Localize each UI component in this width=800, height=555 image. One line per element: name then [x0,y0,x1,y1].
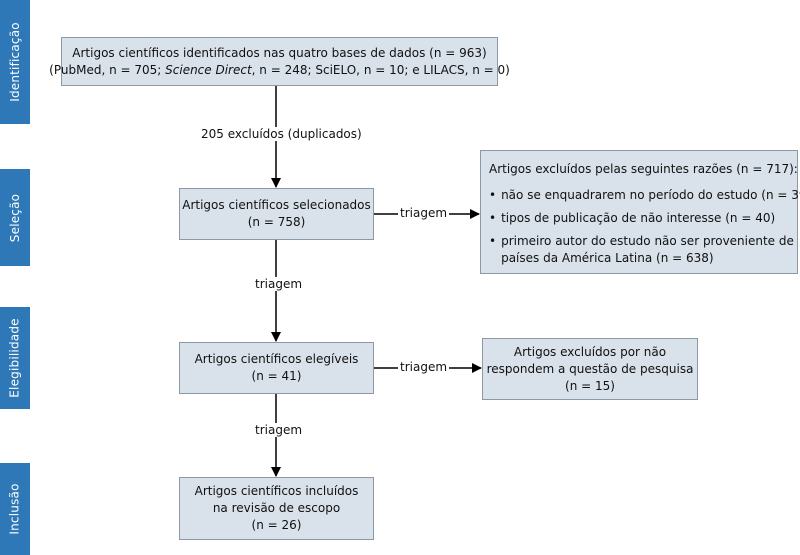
excluded-reason-2-text: tipos de publicação de não interesse (n … [501,211,776,225]
selected-line2: (n = 758) [247,215,306,229]
excluded-question-line1: Artigos excluídos por não [513,344,667,359]
label-triagem-selected-down: triagem [253,277,305,291]
box-excluded-reasons: Artigos excluídos pelas seguintes razões… [480,150,800,274]
bullet-icon: • [489,188,497,202]
identified-line2: (PubMed, n = 705; Science Direct, n = 24… [49,62,510,79]
stage-inclusao: Inclusão [0,463,30,555]
excluded-reason-3-cont: • países da América Latina (n = 638) [489,250,714,267]
excluded-question-line3: (n = 15) [565,378,615,393]
bullet-icon: • [489,234,497,248]
box-included: Artigos científicos incluídos na revisão… [179,477,374,540]
box-selected: Artigos científicos selecionados (n = 75… [179,188,374,240]
box-identified: Artigos científicos identificados nas qu… [49,37,510,86]
stage-selecao: Seleção [0,169,30,266]
bullet-icon: • [489,211,497,225]
excluded-reason-3-text: primeiro autor do estudo não ser proveni… [501,234,794,248]
label-triagem-eligible-right: triagem [398,360,450,374]
identified-sources-b: , n = 248; SciELO, n = 10; e LILACS, n =… [251,62,510,77]
label-duplicates: 205 excluídos (duplicados) [199,127,364,141]
box-eligible: Artigos científicos elegíveis (n = 41) [179,342,374,394]
excluded-reasons-title: Artigos excluídos pelas seguintes razões… [489,162,798,176]
label-triagem-selected-right: triagem [398,206,450,220]
excluded-reason-3-text-cont: países da América Latina (n = 638) [501,251,714,265]
excluded-reason-2: • tipos de publicação de não interesse (… [489,210,775,227]
selected-line1: Artigos científicos selecionados [182,198,371,212]
eligible-line2: (n = 41) [251,369,302,383]
eligible-line1: Artigos científicos elegíveis [194,352,359,366]
excluded-reason-1: • não se enquadrarem no período do estud… [489,187,800,204]
excluded-reason-1-text: não se enquadrarem no período do estudo … [501,188,800,202]
included-line1: Artigos científicos incluídos [194,484,359,498]
stage-identificacao: Identificação [0,0,30,124]
identified-sources-a: (PubMed, n = 705; [49,62,166,77]
stage-elegibilidade: Elegibilidade [0,307,30,409]
identified-line1: Artigos científicos identificados nas qu… [72,45,487,60]
label-triagem-eligible-down: triagem [253,423,305,437]
box-excluded-question: Artigos excluídos por não respondem a qu… [482,338,698,400]
identified-sources-italic: Science Direct [165,62,252,77]
included-line2: na revisão de escopo [212,501,341,515]
excluded-reason-3: • primeiro autor do estudo não ser prove… [489,233,794,250]
included-line3: (n = 26) [251,518,302,532]
excluded-question-line2: respondem a questão de pesquisa [486,361,694,376]
